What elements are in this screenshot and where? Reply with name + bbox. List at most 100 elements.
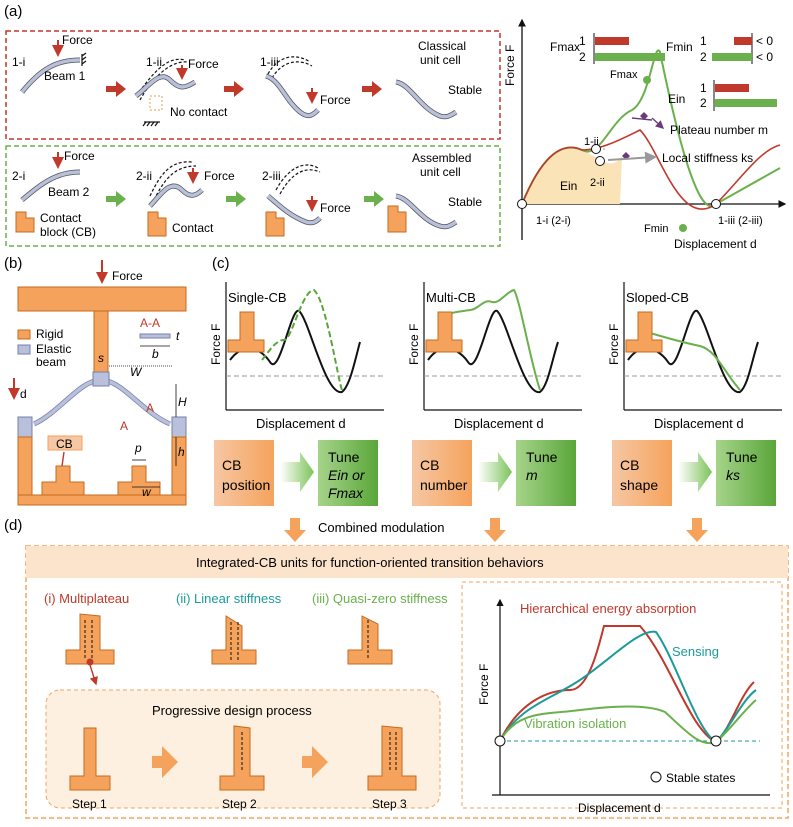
- panel-label-a: (a): [4, 3, 22, 20]
- c-xlabel-1: Displacement d: [454, 416, 544, 431]
- down-arrow-3: [686, 518, 708, 542]
- svg-text:Force: Force: [188, 57, 219, 71]
- svg-text:Fmax: Fmax: [550, 40, 580, 54]
- svg-text:unit cell: unit cell: [420, 165, 461, 179]
- svg-text:1-ii: 1-ii: [146, 55, 162, 69]
- label-quasi: (iii) Quasi-zero stiffness: [312, 591, 448, 606]
- svg-text:Beam 2: Beam 2: [48, 185, 90, 199]
- arrow-r2-1: [106, 191, 126, 207]
- svg-text:Assembled: Assembled: [412, 151, 471, 165]
- svg-text:Rigid: Rigid: [36, 327, 63, 341]
- svg-text:t: t: [176, 329, 180, 343]
- c-box2b-0: Ein or: [328, 467, 366, 483]
- c-box1a-1: CB: [420, 457, 439, 473]
- arrow-r1-2: [224, 81, 244, 97]
- svg-text:Force: Force: [320, 93, 351, 107]
- c-box2c-0: Fmax: [328, 485, 364, 501]
- svg-text:unit cell: unit cell: [420, 53, 461, 67]
- svg-text:Force: Force: [112, 269, 143, 283]
- schematic-b: Force Rigid Elastic beam d CB A-A b t s …: [8, 260, 187, 506]
- svg-text:Step 3: Step 3: [372, 797, 407, 811]
- svg-text:Elastic: Elastic: [36, 342, 71, 356]
- svg-text:Force: Force: [64, 149, 95, 163]
- c-xlabel-0: Displacement d: [256, 416, 346, 431]
- c-box1a-0: CB: [222, 457, 241, 473]
- svg-text:b: b: [152, 347, 159, 361]
- arrow-r1-1: [106, 81, 126, 97]
- svg-text:Classical: Classical: [418, 39, 466, 53]
- plot-d: Force F Displacement d Hierarchical ener…: [477, 598, 770, 815]
- svg-text:2: 2: [579, 50, 586, 64]
- svg-text:Fmax: Fmax: [610, 69, 638, 81]
- svg-text:A-A: A-A: [140, 316, 160, 330]
- svg-text:Ein: Ein: [668, 92, 685, 106]
- panel-label-b: (b): [4, 255, 22, 272]
- svg-text:Stable: Stable: [448, 83, 482, 97]
- svg-text:< 0: < 0: [756, 34, 773, 48]
- svg-text:A: A: [146, 401, 154, 415]
- row1-box: [5, 30, 501, 140]
- svg-text:Force F: Force F: [477, 664, 491, 705]
- c-box1-1: [412, 440, 472, 506]
- svg-text:d: d: [20, 387, 27, 401]
- c-box2a-0: Tune: [328, 449, 360, 465]
- arrow-r2-3: [364, 191, 384, 207]
- svg-text:Fmin: Fmin: [644, 223, 668, 235]
- c-arrow-0: [280, 452, 314, 492]
- svg-text:Force: Force: [62, 33, 93, 47]
- svg-text:2-i: 2-i: [12, 169, 25, 183]
- svg-text:block (CB): block (CB): [40, 225, 96, 239]
- row2-box: [5, 145, 501, 247]
- svg-text:1-ii: 1-ii: [584, 136, 599, 148]
- step-2i: 2-i Force Beam 2 Contact block (CB): [12, 149, 96, 239]
- c-box2b-1: m: [526, 467, 538, 483]
- plot-a-ylabel: Force F: [503, 45, 517, 86]
- step-1iii: 1-iii Force: [260, 55, 351, 119]
- c-arrow-1: [478, 452, 512, 492]
- svg-text:CB: CB: [56, 437, 73, 451]
- svg-text:Ein: Ein: [560, 179, 577, 193]
- cb-shapes-top: [65, 613, 393, 686]
- c-box2-0: [318, 440, 378, 506]
- svg-text:Force: Force: [204, 169, 235, 183]
- d-plot-box: [461, 581, 783, 809]
- svg-text:1-i: 1-i: [12, 55, 25, 69]
- arrow-r1-3: [362, 81, 382, 97]
- step-1i: 1-i Force Beam 1: [12, 33, 93, 94]
- svg-text:w: w: [142, 485, 152, 499]
- svg-text:h: h: [178, 445, 185, 459]
- svg-text:2: 2: [700, 96, 707, 110]
- step-1ii: 1-ii Force No contact: [134, 55, 228, 127]
- svg-text:Displacement d: Displacement d: [578, 801, 661, 815]
- svg-text:1-iii: 1-iii: [260, 55, 279, 69]
- svg-text:2-ii: 2-ii: [136, 169, 152, 183]
- svg-text:A: A: [120, 419, 128, 433]
- svg-text:Contact: Contact: [40, 211, 82, 225]
- c-box2a-2: Tune: [726, 449, 758, 465]
- svg-text:1-iii (2-iii): 1-iii (2-iii): [718, 215, 763, 227]
- c-curve-green-2: [639, 329, 741, 391]
- c-curve-black-1: [427, 309, 559, 393]
- svg-text:Fmin: Fmin: [666, 40, 693, 54]
- svg-text:Step 1: Step 1: [72, 797, 107, 811]
- combined-modulation: Combined modulation: [318, 520, 444, 535]
- svg-text:1: 1: [700, 34, 707, 48]
- c-cb-icon-1: [425, 311, 463, 353]
- d-banner-text: Integrated-CB units for function-oriente…: [196, 555, 544, 570]
- svg-text:1: 1: [579, 34, 586, 48]
- svg-text:Contact: Contact: [172, 221, 214, 235]
- svg-text:Force: Force: [320, 201, 351, 215]
- svg-text:Stable: Stable: [448, 195, 482, 209]
- plot-a-xlabel: Displacement d: [674, 237, 757, 251]
- svg-text:Hierarchical energy absorption: Hierarchical energy absorption: [520, 601, 696, 616]
- c-title-1: Multi-CB: [426, 290, 476, 305]
- svg-text:Plateau number m: Plateau number m: [670, 123, 768, 137]
- c-box2b-2: ks: [726, 467, 740, 483]
- c-curve-black-2: [627, 309, 759, 393]
- progressive-title: Progressive design process: [152, 703, 312, 718]
- c-cb-icon-2: [625, 311, 663, 353]
- svg-text:Beam 1: Beam 1: [44, 69, 86, 83]
- svg-text:Sensing: Sensing: [672, 644, 719, 659]
